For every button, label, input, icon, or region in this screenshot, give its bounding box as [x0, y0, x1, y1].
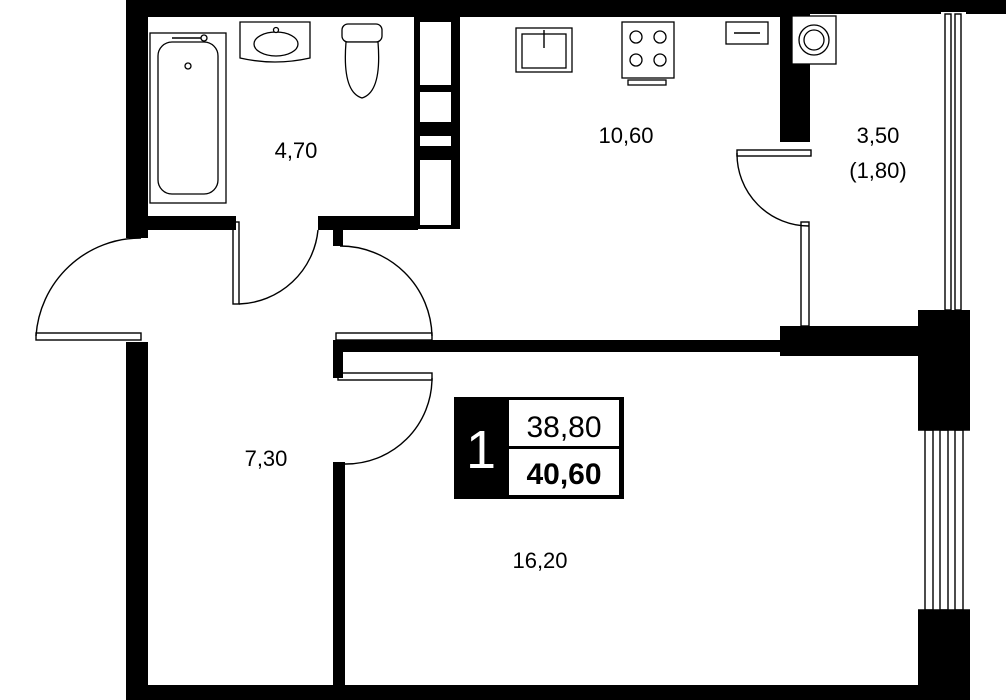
washbasin-icon — [239, 21, 311, 63]
kitchen-sink-icon — [515, 27, 573, 73]
balcony-area-label: 3,50 — [857, 123, 900, 148]
living-room-area-label: 16,20 — [512, 548, 567, 573]
area-badge: 1 38,80 40,60 — [454, 397, 624, 499]
toilet-icon — [341, 23, 383, 99]
windows — [918, 13, 970, 611]
balcony-door — [736, 149, 812, 327]
stove-icon — [621, 21, 675, 86]
doors — [35, 149, 812, 465]
kitchen-area-label: 10,60 — [598, 123, 653, 148]
area-labels: 4,70 10,60 3,50 (1,80) 7,30 16,20 — [245, 123, 907, 573]
hallway-area-label: 7,30 — [245, 446, 288, 471]
bathtub-icon — [149, 32, 227, 204]
entrance-door — [35, 237, 142, 341]
bathroom-door — [232, 221, 319, 305]
living-area-value: 38,80 — [526, 411, 601, 444]
washing-machine-icon — [791, 15, 837, 65]
rooms-count: 1 — [466, 420, 496, 480]
range-hood-icon — [725, 21, 769, 45]
balcony-reduced-area-label: (1,80) — [849, 158, 906, 183]
total-area-box — [509, 449, 619, 495]
living-area-box — [509, 400, 619, 446]
kitchen-door — [335, 245, 433, 341]
total-area-value: 40,60 — [526, 458, 601, 491]
bathroom-area-label: 4,70 — [275, 138, 318, 163]
living-room-door — [337, 372, 433, 465]
walls — [126, 0, 1006, 700]
